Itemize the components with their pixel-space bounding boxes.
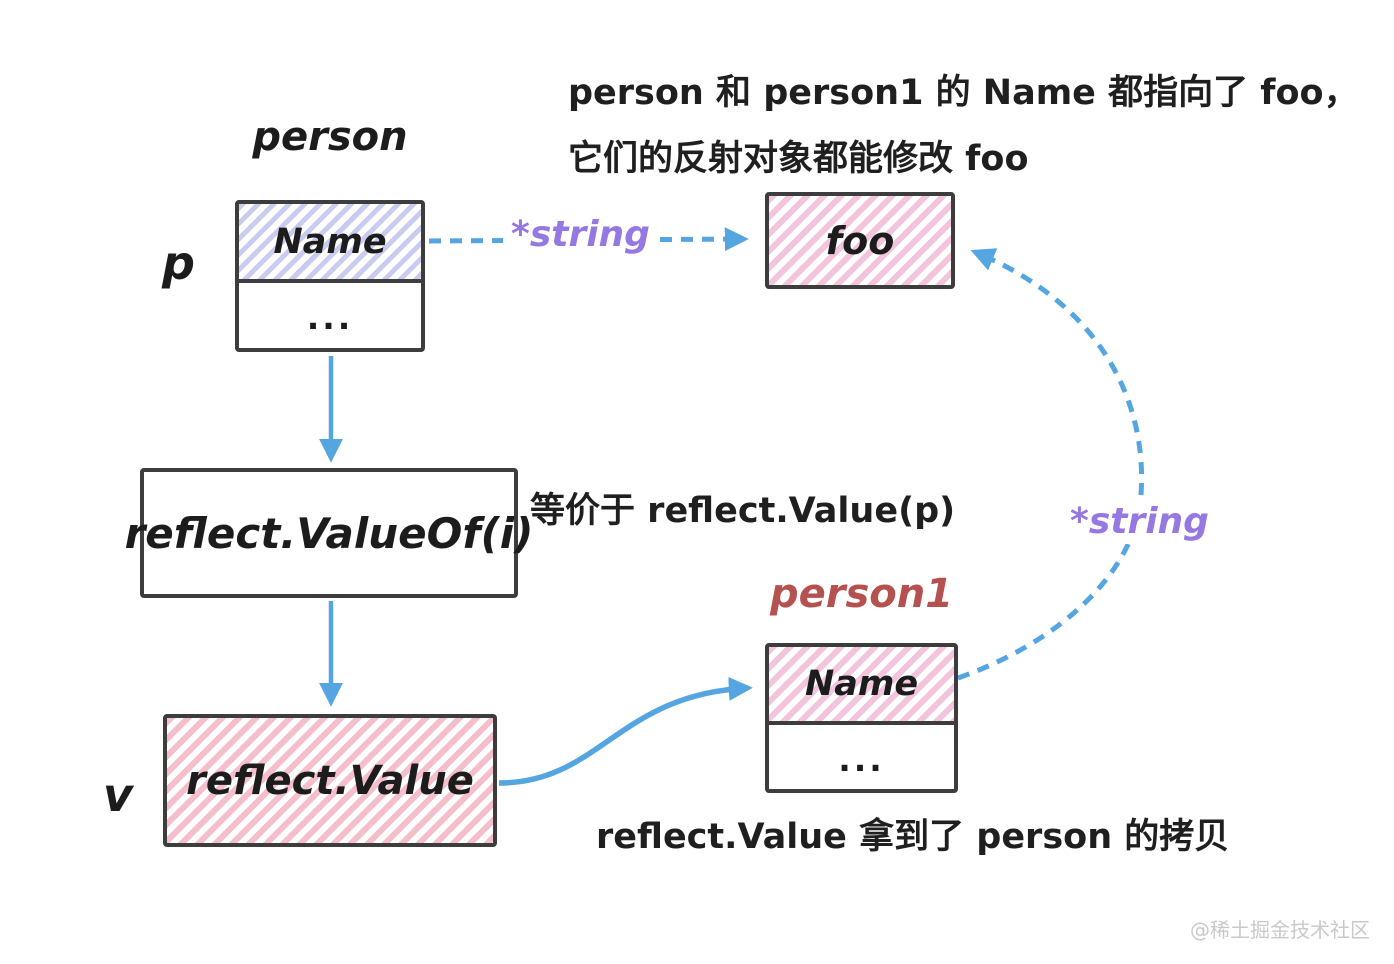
top-note-line2: 它们的反射对象都能修改 foo	[568, 139, 1029, 179]
person1-struct-box: Name ...	[765, 643, 958, 793]
person-field-rest: ...	[239, 279, 421, 352]
person-struct-title: person	[252, 114, 408, 160]
person1-field-rest: ...	[769, 721, 954, 793]
equivalence-note: 等价于 reflect.Value(p)	[530, 491, 956, 531]
edge-person1-name-to-foo	[957, 248, 1145, 681]
edge-value-to-person1-name	[498, 676, 753, 786]
person1-struct-title: person1	[769, 571, 954, 617]
bottom-note: reflect.Value 拿到了 person 的拷贝	[596, 817, 1230, 857]
top-note-line1: person 和 person1 的 Name 都指向了 foo，	[568, 73, 1359, 113]
reflect-value-box: reflect.Value	[163, 714, 497, 847]
person-field-name: Name	[239, 204, 421, 279]
string-pointer-label-right: *string	[1062, 499, 1217, 544]
person1-field-name: Name	[769, 647, 954, 721]
watermark: @稀土掘金技术社区	[1190, 918, 1370, 942]
reflect-valueof-box: reflect.ValueOf(i)	[124, 468, 534, 598]
foo-box: foo	[765, 192, 955, 289]
foo-label: foo	[769, 196, 951, 285]
reflect-valueof-label: reflect.ValueOf(i)	[124, 508, 534, 558]
reflect-value-label: reflect.Value	[167, 718, 493, 843]
v-var-label: v	[103, 768, 133, 822]
person-struct-box: Name ...	[235, 200, 425, 352]
string-pointer-label-left: *string	[503, 212, 658, 257]
p-var-label: p	[162, 236, 195, 290]
